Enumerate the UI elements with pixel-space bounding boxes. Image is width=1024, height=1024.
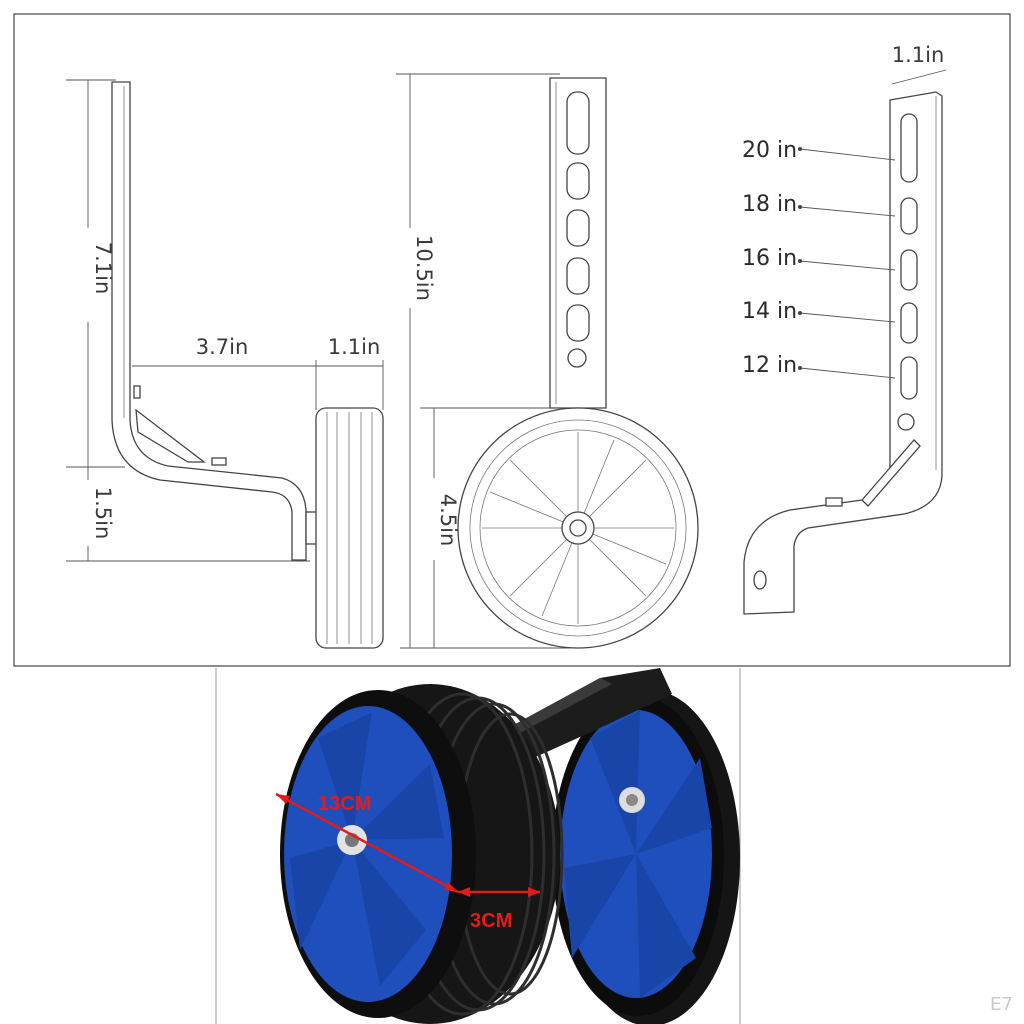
total-height-label: 10.5in — [412, 235, 436, 301]
front-wheel — [280, 684, 564, 1024]
tyre-width-label: 1.1in — [328, 335, 381, 359]
bracket-width-label: 1.1in — [892, 43, 945, 67]
size-label-14: 14 in — [742, 299, 797, 324]
offset-label: 3.7in — [196, 335, 249, 359]
bracket-view: 1.1in 20 in 18 in 16 in 14 in 12 in — [742, 43, 947, 615]
size-label-16: 16 in — [742, 246, 797, 271]
side-view: 7.1in 1.5in 3.7in 1.1in — [66, 79, 384, 649]
watermark: E7 — [990, 994, 1013, 1015]
front-view: 10.5in 4.5in — [396, 73, 699, 649]
width-label: 3CM — [470, 910, 512, 932]
foot-height-label: 1.5in — [91, 487, 115, 540]
measurement-markers — [275, 792, 540, 897]
diameter-label: 13CM — [318, 793, 371, 815]
wheel-photo: 13CM 3CM — [0, 668, 1024, 1024]
upright-height-label: 7.1in — [91, 242, 115, 295]
size-label-18: 18 in — [742, 192, 797, 217]
rear-wheel — [552, 690, 740, 1024]
dimension-drawing: 7.1in 1.5in 3.7in 1.1in 10.5in 4.5in — [13, 13, 1011, 667]
size-label-12: 12 in — [742, 353, 797, 378]
wheel-height-label: 4.5in — [436, 494, 460, 547]
size-label-20: 20 in — [742, 138, 797, 163]
